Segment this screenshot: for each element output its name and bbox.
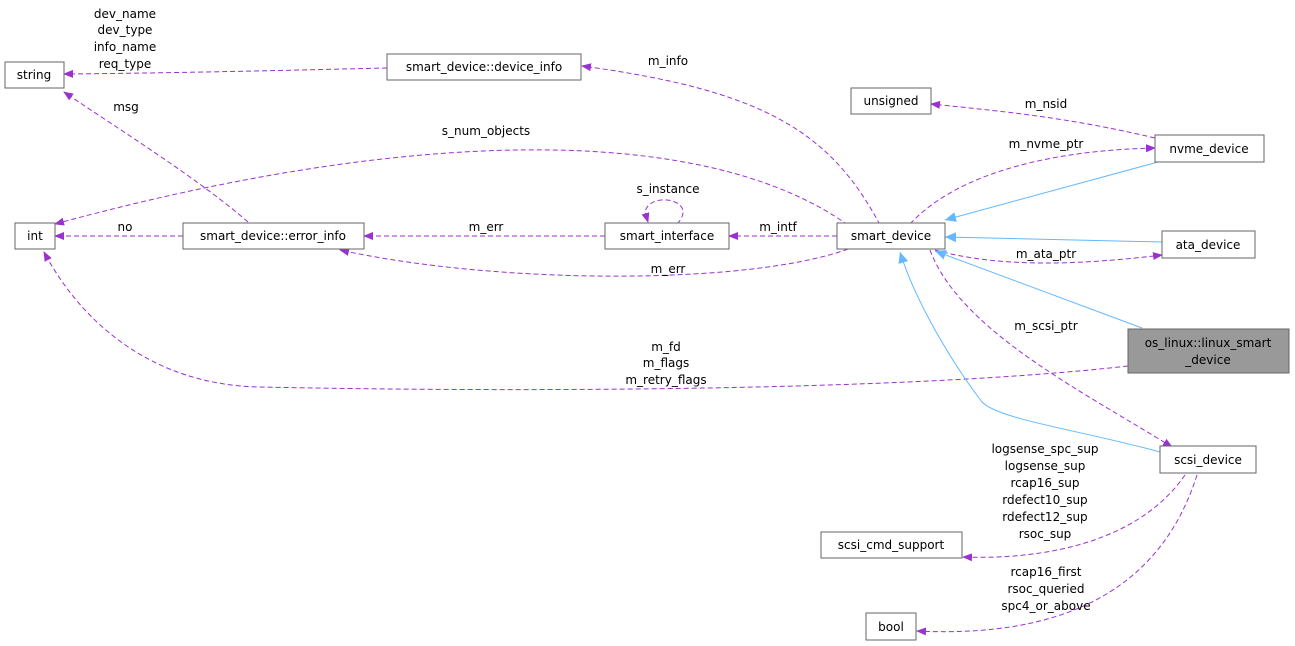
node-unsigned[interactable]: unsigned (850, 87, 932, 115)
label-dev-name: dev_name (94, 7, 156, 21)
label-rsoc-queried: rsoc_queried (1008, 582, 1085, 596)
node-scsi-device-label: scsi_device (1174, 453, 1242, 467)
label-rdefect12-sup: rdefect12_sup (1002, 510, 1087, 524)
label-m-info: m_info (648, 54, 688, 68)
edge-smart-device-to-ata (934, 249, 1163, 264)
edge-scsi-to-bool (916, 474, 1198, 636)
node-error-info-label: smart_device::error_info (200, 229, 346, 243)
node-ata-device-label: ata_device (1176, 238, 1241, 252)
label-req-type: req_type (99, 57, 151, 71)
edge-labels: dev_name dev_type info_name req_type msg… (94, 7, 1099, 613)
label-m-ata-ptr: m_ata_ptr (1016, 247, 1076, 261)
label-rcap16-sup: rcap16_sup (1011, 476, 1080, 490)
label-m-intf: m_intf (759, 220, 797, 234)
node-linux-smart-device-label-line2: _device (1184, 353, 1230, 367)
label-spc4-or-above: spc4_or_above (1001, 599, 1090, 613)
label-rcap16-first: rcap16_first (1011, 565, 1082, 579)
edge-error-info-to-string (63, 91, 249, 223)
node-smart-interface-label: smart_interface (620, 229, 714, 243)
edge-linux-to-int (43, 251, 1129, 391)
node-smart-device-label: smart_device (851, 229, 931, 243)
label-m-retry-flags: m_retry_flags (625, 373, 706, 387)
node-linux-smart-device[interactable]: os_linux::linux_smart _device (1127, 328, 1290, 374)
label-rsoc-sup: rsoc_sup (1019, 527, 1072, 541)
node-smart-device[interactable]: smart_device (836, 222, 946, 250)
node-linux-smart-device-label-line1: os_linux::linux_smart (1145, 336, 1272, 350)
node-int[interactable]: int (14, 222, 56, 250)
node-bool[interactable]: bool (865, 612, 917, 641)
label-m-err-top: m_err (469, 220, 504, 234)
edge-ata-inherits-smart-device (944, 232, 1163, 243)
node-string-label: string (17, 68, 51, 82)
node-string[interactable]: string (4, 61, 65, 89)
node-scsi-device[interactable]: scsi_device (1159, 445, 1257, 474)
edge-scsi-inherits-smart-device (898, 251, 1161, 453)
edge-linux-inherits-smart-device (934, 250, 1143, 329)
label-m-fd: m_fd (651, 340, 681, 354)
node-unsigned-label: unsigned (863, 94, 918, 108)
label-m-err-bottom: m_err (651, 262, 686, 276)
label-m-flags: m_flags (643, 356, 689, 370)
node-nvme-device-label: nvme_device (1169, 142, 1248, 156)
label-m-nvme-ptr: m_nvme_ptr (1009, 137, 1084, 151)
label-s-num-objects: s_num_objects (442, 124, 530, 138)
label-logsense-sup: logsense_sup (1005, 459, 1086, 473)
node-scsi-cmd-support[interactable]: scsi_cmd_support (820, 531, 963, 559)
node-device-info-label: smart_device::device_info (406, 60, 562, 74)
node-error-info[interactable]: smart_device::error_info (182, 222, 365, 250)
label-s-instance: s_instance (636, 182, 699, 196)
edge-device-info-to-string (63, 67, 388, 78)
node-scsi-cmd-support-label: scsi_cmd_support (838, 538, 945, 552)
node-ata-device[interactable]: ata_device (1161, 230, 1256, 259)
edges (43, 63, 1198, 636)
node-nvme-device[interactable]: nvme_device (1154, 134, 1265, 163)
node-smart-interface[interactable]: smart_interface (604, 222, 730, 250)
label-m-nsid: m_nsid (1025, 97, 1068, 111)
label-m-scsi-ptr: m_scsi_ptr (1014, 319, 1077, 333)
edge-smart-device-to-int-s-num-objects (54, 149, 849, 226)
edge-nvme-to-unsigned (930, 100, 1156, 139)
label-logsense-spc-sup: logsense_spc_sup (991, 442, 1098, 456)
edge-smart-interface-self (641, 199, 684, 225)
edge-smart-device-to-error-info (339, 248, 849, 277)
node-device-info[interactable]: smart_device::device_info (386, 53, 582, 81)
edge-smart-device-to-nvme (909, 144, 1156, 225)
nodes: string smart_device::device_info unsigne… (4, 53, 1290, 641)
edge-nvme-inherits-smart-device (944, 161, 1159, 222)
edge-smart-device-to-scsi (929, 249, 1173, 448)
node-bool-label: bool (878, 620, 904, 634)
label-msg: msg (113, 100, 139, 114)
node-int-label: int (27, 229, 43, 243)
label-info-name: info_name (94, 40, 157, 54)
label-no: no (118, 220, 133, 234)
label-rdefect10-sup: rdefect10_sup (1002, 493, 1087, 507)
edge-smart-device-to-device-info (581, 63, 881, 226)
label-dev-type: dev_type (98, 23, 153, 37)
